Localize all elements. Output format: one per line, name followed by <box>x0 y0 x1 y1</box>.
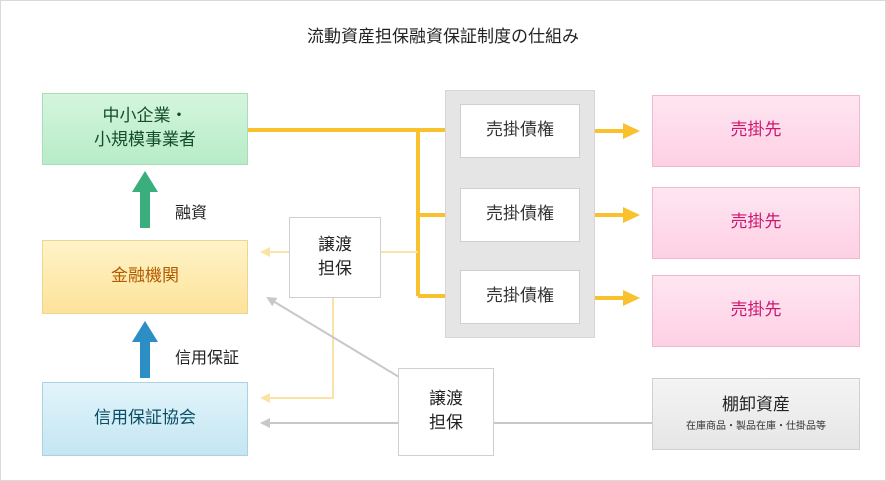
receivable-box-2: 売掛債権 <box>460 188 580 242</box>
inventory-title: 棚卸資産 <box>722 394 790 415</box>
transfer-to-bank-gray-arrow <box>266 296 415 387</box>
customer-label-2: 売掛先 <box>730 212 782 233</box>
guarantee-association-box: 信用保証協会 <box>42 382 248 456</box>
financing-arrow <box>132 171 158 228</box>
guarantee-arrow <box>132 321 158 378</box>
transfer-collateral-box-1: 譲渡 担保 <box>289 217 381 298</box>
transfer-collateral-box-2: 譲渡 担保 <box>398 368 494 456</box>
diagram-title: 流動資産担保融資保証制度の仕組み <box>307 27 579 47</box>
transfer-to-association-arrow <box>260 298 334 403</box>
customer-box-2: 売掛先 <box>652 187 860 259</box>
financial-institution-label: 金融機関 <box>111 266 179 287</box>
receivable-label-2: 売掛債権 <box>486 204 554 225</box>
credit-guarantee-label: 信用保証 <box>175 348 240 367</box>
guarantee-association-label: 信用保証協会 <box>94 408 196 429</box>
customer-box-3: 売掛先 <box>652 275 860 347</box>
financial-institution-box: 金融機関 <box>42 240 248 314</box>
receivable-label-3: 売掛債権 <box>486 286 554 307</box>
inventory-box: 棚卸資産 在庫商品・製品在庫・仕掛品等 <box>652 378 860 450</box>
financing-label: 融資 <box>175 203 208 222</box>
sme-label-line2: 小規模事業者 <box>94 130 196 150</box>
transfer-collateral-2-line1: 譲渡 <box>429 389 463 410</box>
sme-box: 中小企業・ 小規模事業者 <box>42 93 248 165</box>
customer-label-3: 売掛先 <box>730 300 782 321</box>
customer-label-1: 売掛先 <box>730 120 782 141</box>
sme-label-line1: 中小企業・ <box>102 106 188 127</box>
receivable-box-1: 売掛債権 <box>460 104 580 158</box>
transfer-collateral-1-line1: 譲渡 <box>318 234 352 255</box>
receivable-box-3: 売掛債権 <box>460 270 580 324</box>
customer-box-1: 売掛先 <box>652 95 860 167</box>
receivable-label-1: 売掛債権 <box>486 120 554 141</box>
transfer-collateral-1-line2: 担保 <box>318 258 352 279</box>
inventory-detail: 在庫商品・製品在庫・仕掛品等 <box>686 421 826 433</box>
transfer-collateral-2-line2: 担保 <box>429 413 463 433</box>
sme-to-receivables-line <box>248 128 460 298</box>
